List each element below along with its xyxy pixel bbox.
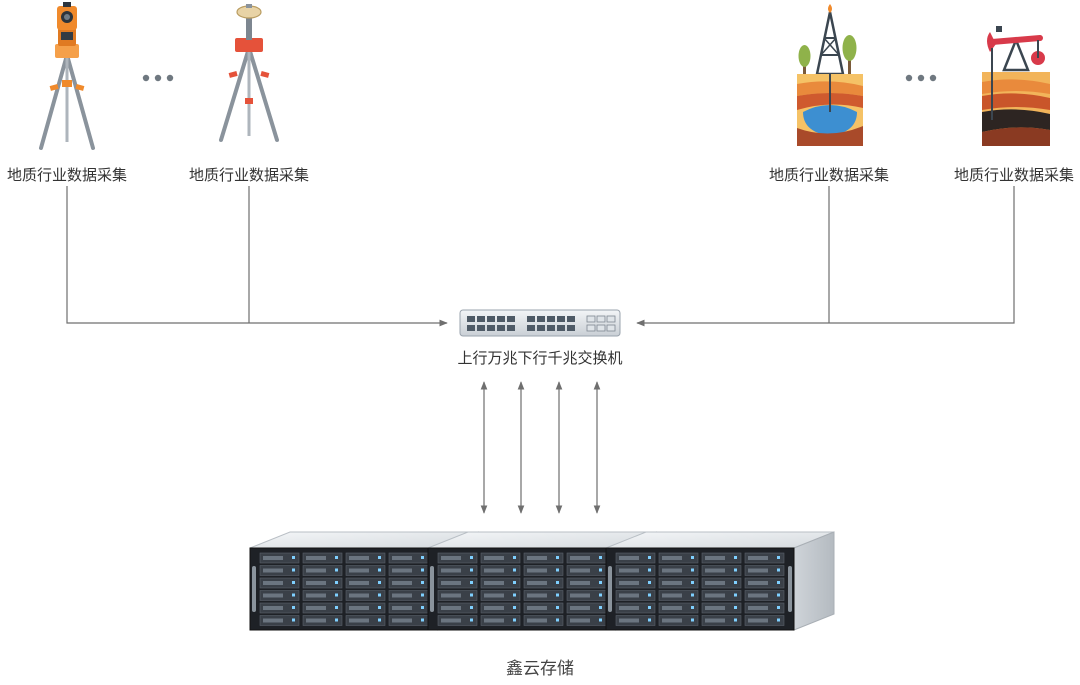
- connector-lines: [66, 186, 1015, 514]
- storage-server-icon: [427, 531, 657, 631]
- source-label-left-1: 地质行业数据采集: [6, 166, 128, 184]
- source-label-right-1: 地质行业数据采集: [768, 166, 890, 184]
- gnss-tripod-icon: [219, 4, 279, 142]
- network-switch-icon: [459, 309, 621, 337]
- pump-jack-strata-icon: [982, 26, 1050, 146]
- storage-label: 鑫云存储: [506, 659, 574, 679]
- oil-derrick-strata-icon: [797, 4, 863, 146]
- switch-label: 上行万兆下行千兆交换机: [457, 349, 623, 367]
- source-label-right-2: 地质行业数据采集: [953, 166, 1075, 184]
- ellipsis-dots-icon: [142, 74, 174, 82]
- storage-server-icon: [249, 531, 479, 631]
- storage-servers: [249, 531, 835, 631]
- source-label-left-2: 地质行业数据采集: [188, 166, 310, 184]
- total-station-icon: [39, 2, 95, 150]
- storage-server-icon: [605, 531, 835, 631]
- ellipsis-dots-icon: [905, 74, 937, 82]
